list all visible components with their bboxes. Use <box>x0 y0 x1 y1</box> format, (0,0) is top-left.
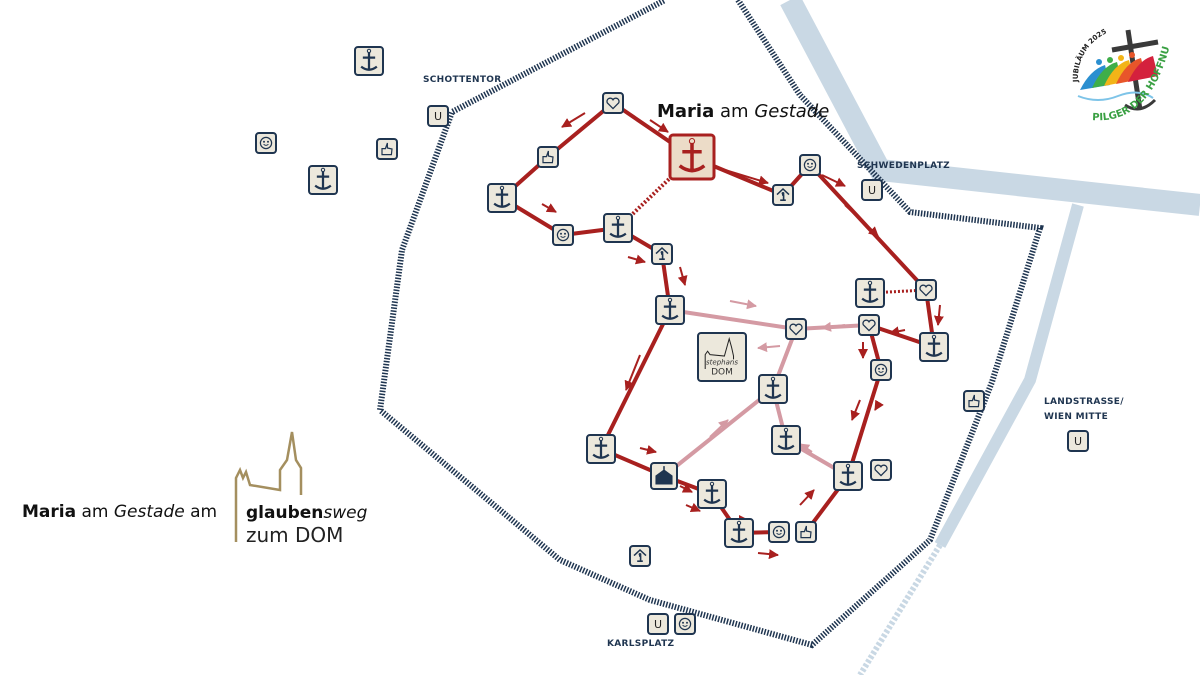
jubilee-logo: JUBILÄUM 2025 PILGER DER HOFFNUNG <box>0 0 1172 123</box>
u-bahn-icon[interactable]: U <box>861 179 883 201</box>
face-icon[interactable] <box>768 521 790 543</box>
direction-arrow <box>799 443 813 454</box>
direction-arrow <box>724 169 769 186</box>
direction-arrow <box>541 203 557 213</box>
anchor-icon[interactable] <box>758 374 788 404</box>
face-icon[interactable] <box>870 359 892 381</box>
heart-icon[interactable] <box>858 314 880 336</box>
u-bahn-icon[interactable]: U <box>647 613 669 635</box>
direction-arrow <box>821 174 846 187</box>
direction-arrow <box>561 112 586 128</box>
danube-canal <box>780 0 1200 675</box>
info-icon[interactable] <box>629 545 651 567</box>
anchor-icon[interactable] <box>655 295 685 325</box>
thumb-icon[interactable] <box>376 138 398 160</box>
face-icon[interactable] <box>552 224 574 246</box>
anchor-icon[interactable] <box>771 425 801 455</box>
direction-arrow <box>649 119 669 133</box>
direction-arrow <box>933 304 944 326</box>
direction-arrow <box>679 483 693 493</box>
route-arrows <box>541 112 944 560</box>
route-secondary <box>771 328 850 478</box>
svg-text:U: U <box>868 184 876 197</box>
svg-text:U: U <box>434 110 442 123</box>
info-icon[interactable] <box>651 243 673 265</box>
anchor-icon[interactable] <box>487 183 517 213</box>
direction-arrow <box>844 204 879 237</box>
direction-arrow <box>709 419 729 438</box>
direction-arrow <box>624 354 641 391</box>
anchor-icon[interactable] <box>697 479 727 509</box>
thumb-icon[interactable] <box>537 146 559 168</box>
dom-icon-label: DOM <box>711 367 733 377</box>
u-bahn-icon[interactable]: U <box>427 105 449 127</box>
direction-arrow <box>821 321 846 332</box>
direction-arrow <box>799 489 815 506</box>
thumb-icon[interactable] <box>963 390 985 412</box>
svg-text:U: U <box>654 618 662 631</box>
brand-title: Maria am Gestade am <box>22 502 218 522</box>
face-icon[interactable] <box>799 154 821 176</box>
anchor-icon[interactable] <box>855 278 885 308</box>
direction-arrow <box>757 549 779 560</box>
anchor-icon[interactable] <box>724 518 754 548</box>
info-icon[interactable] <box>772 184 794 206</box>
direction-arrow <box>639 444 657 455</box>
brand-church-outline <box>234 431 303 542</box>
anchor-icon[interactable] <box>833 461 863 491</box>
direction-arrow <box>757 342 781 353</box>
anchor-icon[interactable] <box>354 46 384 76</box>
svg-text:U: U <box>1074 435 1082 448</box>
heart-icon[interactable] <box>785 318 807 340</box>
anchor-icon[interactable] <box>586 434 616 464</box>
face-icon[interactable] <box>674 613 696 635</box>
heart-icon[interactable] <box>870 459 892 481</box>
svg-text:PILGER DER HOFFNUNG: PILGER DER HOFFNUNG <box>0 0 1172 123</box>
direction-arrow <box>677 266 688 286</box>
heart-icon[interactable] <box>602 92 624 114</box>
thumb-icon[interactable] <box>795 521 817 543</box>
heart-icon[interactable] <box>915 279 937 301</box>
u-bahn-icon[interactable]: U <box>1067 430 1089 452</box>
direction-arrow <box>874 399 884 411</box>
page-title: Maria am Gestade <box>657 101 830 122</box>
station-label-landstrasse: Landstrasse/Wien Mitte <box>1044 397 1124 422</box>
anchor-icon[interactable] <box>919 332 949 362</box>
direction-arrow <box>627 254 646 265</box>
city-wall <box>376 0 1044 649</box>
anchor-icon[interactable] <box>603 213 633 243</box>
route-secondary <box>662 387 775 478</box>
face-icon[interactable] <box>255 132 277 154</box>
direction-arrow <box>729 299 757 310</box>
church-icon[interactable] <box>650 462 678 490</box>
route-main-south <box>804 324 883 534</box>
direction-arrow <box>850 399 861 421</box>
direction-arrow <box>889 326 906 337</box>
dom-icon-label: stephans <box>706 359 738 367</box>
maria-am-gestade-anchor-icon[interactable] <box>668 133 716 181</box>
station-label-schwedenplatz: Schwedenplatz <box>857 161 951 171</box>
station-label-schottentor: Schottentor <box>423 75 502 85</box>
direction-arrow <box>685 502 701 513</box>
station-label-karlsplatz: Karlsplatz <box>607 639 675 649</box>
anchor-icon[interactable] <box>308 165 338 195</box>
